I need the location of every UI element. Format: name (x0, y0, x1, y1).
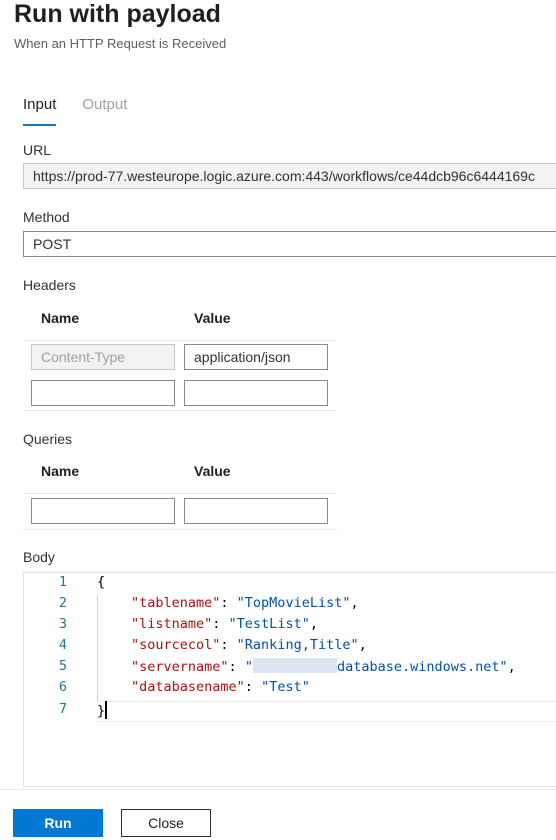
tab-input[interactable]: Input (23, 96, 57, 126)
line-number: 6 (58, 679, 67, 695)
method-label: Method (23, 209, 70, 225)
panel-subtitle: When an HTTP Request is Received (14, 36, 227, 51)
code-line: 7 } (24, 701, 556, 722)
row-divider (23, 410, 337, 411)
method-field[interactable]: POST (23, 231, 556, 257)
url-field[interactable]: https://prod-77.westeurope.logic.azure.c… (23, 163, 556, 189)
code-line: 1 { (24, 574, 556, 595)
current-line-highlight (96, 701, 556, 722)
footer-divider (0, 789, 556, 790)
tab-bar: Input Output (23, 96, 127, 126)
code-line: 2 "tablename": "TopMovieList", (24, 595, 556, 616)
line-number: 3 (58, 616, 67, 632)
body-code-editor[interactable]: 1 { 2 "tablename": "TopMovieList", 3 "li… (23, 572, 556, 787)
line-number: 7 (58, 701, 67, 717)
line-number: 1 (58, 574, 67, 590)
queries-table: Name Value (23, 453, 337, 531)
queries-label: Queries (23, 431, 73, 447)
headers-col-value: Value (194, 310, 231, 326)
headers-col-name: Name (41, 310, 80, 326)
headers-table: Name Value Content-Type application/json (23, 300, 337, 412)
panel-title: Run with payload (14, 0, 221, 28)
code-text: { (97, 574, 106, 590)
row-divider (23, 529, 337, 530)
header-value-input[interactable]: application/json (184, 344, 328, 370)
close-button[interactable]: Close (121, 809, 211, 837)
query-value-input[interactable] (184, 498, 328, 524)
text-cursor (105, 701, 108, 719)
line-number: 2 (58, 595, 67, 611)
code-line: 5 "servername": "database.windows.net", (24, 658, 556, 679)
query-name-input[interactable] (31, 498, 175, 524)
url-label: URL (23, 142, 52, 158)
header-value-input[interactable] (184, 380, 328, 406)
queries-col-name: Name (41, 463, 80, 479)
body-label: Body (23, 549, 55, 565)
code-line: 4 "sourcecol": "Ranking,Title", (24, 637, 556, 658)
code-text: "listname": "TestList", (131, 616, 318, 632)
header-name-input[interactable] (31, 380, 175, 406)
header-name-input[interactable]: Content-Type (31, 344, 175, 370)
headers-label: Headers (23, 277, 76, 293)
code-text: "servername": "database.windows.net", (131, 658, 516, 675)
queries-col-value: Value (194, 463, 231, 479)
indent-guide (97, 595, 98, 701)
queries-table-header: Name Value (23, 453, 337, 494)
tab-output[interactable]: Output (82, 96, 128, 113)
line-number: 5 (58, 658, 67, 674)
code-text: } (97, 701, 108, 719)
code-text: "sourcecol": "Ranking,Title", (131, 637, 367, 653)
run-button[interactable]: Run (13, 809, 103, 837)
headers-table-header: Name Value (23, 300, 337, 341)
line-number: 4 (58, 637, 67, 653)
code-line: 3 "listname": "TestList", (24, 616, 556, 637)
code-text: "databasename": "Test" (131, 679, 310, 695)
redacted-block (252, 658, 337, 673)
code-line: 6 "databasename": "Test" (24, 679, 556, 700)
code-text: "tablename": "TopMovieList", (131, 595, 359, 611)
